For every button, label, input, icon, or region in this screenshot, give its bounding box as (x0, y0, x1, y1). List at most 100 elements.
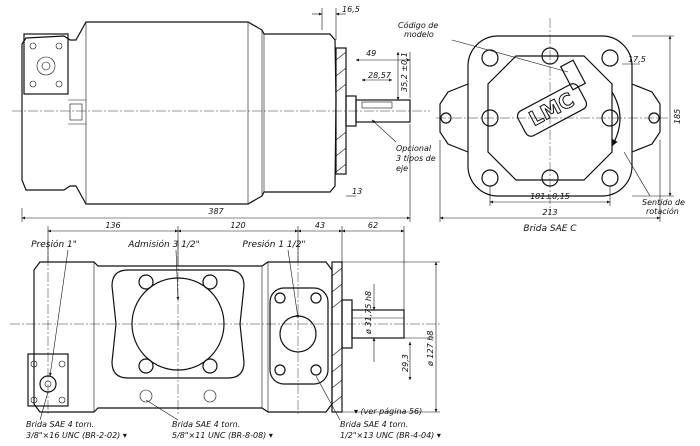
end-boss (487, 55, 613, 181)
dim-13: 13 (352, 187, 362, 196)
end-housing (467, 35, 633, 197)
front-admission-flange (111, 269, 245, 379)
top-bolt (29, 42, 37, 50)
front-bolt-lower (203, 389, 217, 403)
label-rotation: Sentido de rotación (642, 198, 685, 216)
leader-rotation (623, 151, 651, 197)
dim-62: 62 (368, 221, 378, 230)
svg-text:Brida SAE 4 torn.: Brida SAE 4 torn. (26, 420, 94, 429)
front-bolt (310, 364, 322, 376)
leader-model (451, 39, 569, 73)
end-ear-left (439, 83, 469, 153)
svg-text:Sentido de: Sentido de (642, 198, 685, 207)
end-bolt (481, 49, 499, 67)
top-port-inner (41, 61, 51, 71)
end-bolt (541, 169, 559, 187)
front-bolt (30, 360, 38, 368)
front-bolt-lower (139, 389, 153, 403)
dim-pilot-dia: ø 127 h8 (426, 331, 435, 367)
front-shaft (351, 309, 405, 339)
end-bolt (481, 169, 499, 187)
front-view: 136 120 43 62 Presión 1" Admisión 3 1/2"… (10, 221, 441, 440)
svg-text:1/2"×13 UNC (BR-4-04) ▾: 1/2"×13 UNC (BR-4-04) ▾ (340, 431, 441, 440)
front-bolt (202, 358, 218, 374)
front-bolt (138, 274, 154, 290)
front-left-port-flange (27, 353, 69, 407)
svg-text:Brida SAE 4 torn.: Brida SAE 4 torn. (172, 420, 240, 429)
front-left-port-inner (44, 380, 52, 388)
front-body-outline (33, 261, 333, 413)
dim-43: 43 (315, 221, 325, 230)
dim-16-5: 16,5 (342, 5, 360, 14)
note-optional-shafts: Opcional 3 tipos de eje (396, 144, 436, 173)
end-ear-hole (440, 112, 452, 124)
top-body-outline (21, 21, 337, 205)
end-model-plate (559, 59, 587, 91)
label-pressure-2: Presión 1 1/2" (242, 239, 305, 250)
leader-optional (371, 119, 397, 143)
callout-flange-left: Brida SAE 4 torn. 3/8"×16 UNC (BR-2-02) … (26, 420, 127, 440)
front-flange-hatch (331, 267, 343, 405)
dim-181: 181±0,15 (530, 192, 570, 201)
end-bolt (481, 109, 499, 127)
top-flange-hatch (335, 51, 347, 173)
label-admission: Admisión 3 1/2" (127, 239, 200, 250)
dim-49: 49 (366, 49, 376, 58)
callout-flange-mid: Brida SAE 4 torn. 5/8"×11 UNC (BR-8-08) … (172, 420, 273, 440)
svg-text:3 tipos de: 3 tipos de (396, 154, 436, 163)
svg-text:Brida SAE 4 torn.: Brida SAE 4 torn. (340, 420, 408, 429)
leader-flange-left (39, 391, 49, 421)
front-mount-flange (331, 261, 343, 413)
front-bolt (274, 364, 286, 376)
label-flange: Brida SAE C (523, 224, 577, 234)
end-bolt (601, 169, 619, 187)
end-ear-hole (648, 112, 660, 124)
svg-text:3/8"×16 UNC (BR-2-02) ▾: 3/8"×16 UNC (BR-2-02) ▾ (26, 431, 127, 440)
svg-text:Opcional: Opcional (396, 144, 432, 153)
top-view: 387 16,5 49 28,57 35,2 ±0,1 13 Opcional … (12, 5, 436, 222)
front-bolt (274, 292, 286, 304)
end-bolt (601, 109, 619, 127)
dim-35-2: 35,2 ±0,1 (400, 52, 409, 92)
leader-flange-mid (145, 399, 179, 421)
leader-admission (175, 249, 180, 301)
svg-text:eje: eje (396, 164, 408, 173)
dim-136: 136 (105, 221, 120, 230)
dim-185: 185 (673, 109, 682, 124)
dim-120: 120 (230, 221, 245, 230)
svg-text:5/8"×11 UNC (BR-8-08) ▾: 5/8"×11 UNC (BR-8-08) ▾ (172, 431, 273, 440)
leader-pressure-1 (49, 249, 69, 377)
top-port-circle (36, 56, 56, 76)
svg-text:modelo: modelo (404, 30, 434, 39)
end-ear-right (631, 83, 661, 153)
label-model-code: Código de modelo (398, 20, 438, 39)
top-key (361, 101, 393, 109)
end-logo: LMC (516, 83, 588, 137)
dim-key-height: 29,3 (401, 354, 410, 372)
dim-213: 213 (542, 208, 557, 217)
end-bolt-holes (481, 47, 619, 187)
front-bolt (58, 396, 66, 404)
note-see-page: ▾ (ver página 56) (354, 407, 422, 416)
front-right-port-flange (269, 287, 329, 385)
rotation-arrow (611, 91, 621, 147)
front-bolt (202, 274, 218, 290)
dim-17-5: 17,5 (628, 55, 646, 64)
dim-shaft-dia: ø 31,75 h8 (364, 291, 373, 335)
svg-text:rotación: rotación (646, 206, 679, 216)
end-view: LMC Código de modelo Sentido de rotación… (398, 18, 685, 234)
svg-text:Código de: Código de (398, 20, 438, 30)
top-bolt (55, 42, 63, 50)
end-bolt (541, 47, 559, 65)
end-bolt (601, 49, 619, 67)
front-admission-port (131, 277, 225, 371)
top-bolt (55, 80, 63, 88)
dim-28-57: 28,57 (368, 71, 392, 80)
top-plug (69, 103, 83, 121)
top-left-flange (23, 33, 69, 95)
front-bolt (30, 396, 38, 404)
front-bolt (310, 292, 322, 304)
leader-flange-right (315, 375, 341, 421)
leader-pressure-2 (287, 249, 299, 319)
